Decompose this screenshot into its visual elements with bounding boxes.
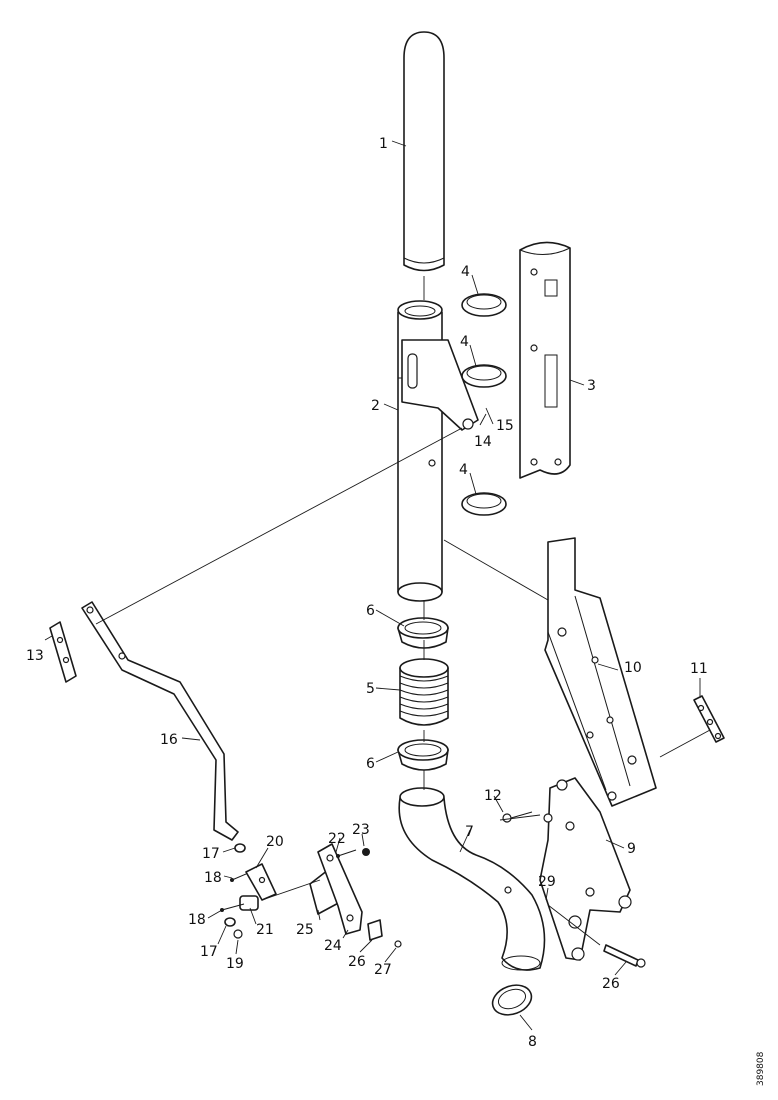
callout-9: 9: [627, 841, 636, 857]
callout-4-middle: 4: [460, 334, 469, 350]
callout-8: 8: [528, 1034, 537, 1050]
assembly-lines: [95, 276, 711, 946]
callout-20: 20: [266, 834, 284, 850]
part-27-nut: [394, 940, 402, 948]
part-17-washer-lower: [224, 917, 236, 927]
callout-leaders: [44, 140, 701, 1031]
part-16-control-rod: [81, 601, 239, 841]
callout-14: 14: [474, 434, 492, 450]
part-20-lever: [245, 863, 277, 901]
callout-10: 10: [624, 660, 642, 676]
callout-4-lower: 4: [459, 462, 468, 478]
part-21-bushing: [239, 895, 259, 911]
callout-22: 22: [328, 831, 346, 847]
callout-4-upper: 4: [461, 264, 470, 280]
part-28-bolt: [603, 944, 646, 968]
callout-5: 5: [366, 681, 375, 697]
part-5-flex-bellows: [399, 658, 449, 726]
part-4-clamp-middle: [461, 364, 507, 388]
callout-27: 27: [374, 962, 392, 978]
part-1-tail-pipe: [403, 31, 445, 272]
callout-16: 16: [160, 732, 178, 748]
callout-6-lower: 6: [366, 756, 375, 772]
part-13-clamp-plate: [49, 621, 77, 683]
callout-23: 23: [352, 822, 370, 838]
part-23-nut: [362, 848, 370, 856]
callout-21: 21: [256, 922, 274, 938]
callout-26-right: 26: [602, 976, 620, 992]
part-6-clamp-lower: [397, 739, 449, 771]
callout-17-upper: 17: [202, 846, 220, 862]
callout-18-upper: 18: [204, 870, 222, 886]
callout-29: 29: [538, 874, 556, 890]
callout-12: 12: [484, 788, 502, 804]
callout-24: 24: [324, 938, 342, 954]
callout-labels: 1 2 3 4 4 4 5 6 6 7 8 9 10 11 12 13 14 1…: [26, 136, 708, 1050]
callout-11: 11: [690, 661, 708, 677]
part-22-screw: [336, 849, 357, 858]
callout-26-left: 26: [348, 954, 366, 970]
callout-3: 3: [587, 378, 596, 394]
callout-17-lower: 17: [200, 944, 218, 960]
part-6-clamp-upper: [397, 617, 449, 649]
callout-18-lower: 18: [188, 912, 206, 928]
callout-25: 25: [296, 922, 314, 938]
part-2-vertical-pipe: [397, 300, 479, 602]
part-19-nut: [233, 929, 243, 939]
callout-6-upper: 6: [366, 603, 375, 619]
part-4-clamp-upper: [461, 293, 507, 317]
part-12-bolt: [502, 811, 533, 823]
drawing-number: 389808: [756, 1051, 766, 1086]
part-24-linkage-arm: [317, 843, 363, 935]
callout-19: 19: [226, 956, 244, 972]
part-10-support-bracket: [544, 537, 657, 807]
callout-1: 1: [379, 136, 388, 152]
part-26-clip: [367, 919, 383, 941]
callout-13: 13: [26, 648, 44, 664]
part-8-outlet-clamp: [491, 984, 533, 1016]
part-4-clamp-lower: [461, 492, 507, 516]
part-17-washer-upper: [234, 843, 246, 853]
callout-15: 15: [496, 418, 514, 434]
part-11-bracket-clamp: [693, 695, 725, 743]
part-3-heat-shield: [519, 241, 571, 479]
callout-2: 2: [371, 398, 380, 414]
part-9-mounting-plate: [539, 777, 632, 961]
part-7-elbow-pipe: [398, 787, 546, 971]
callout-7: 7: [465, 824, 474, 840]
